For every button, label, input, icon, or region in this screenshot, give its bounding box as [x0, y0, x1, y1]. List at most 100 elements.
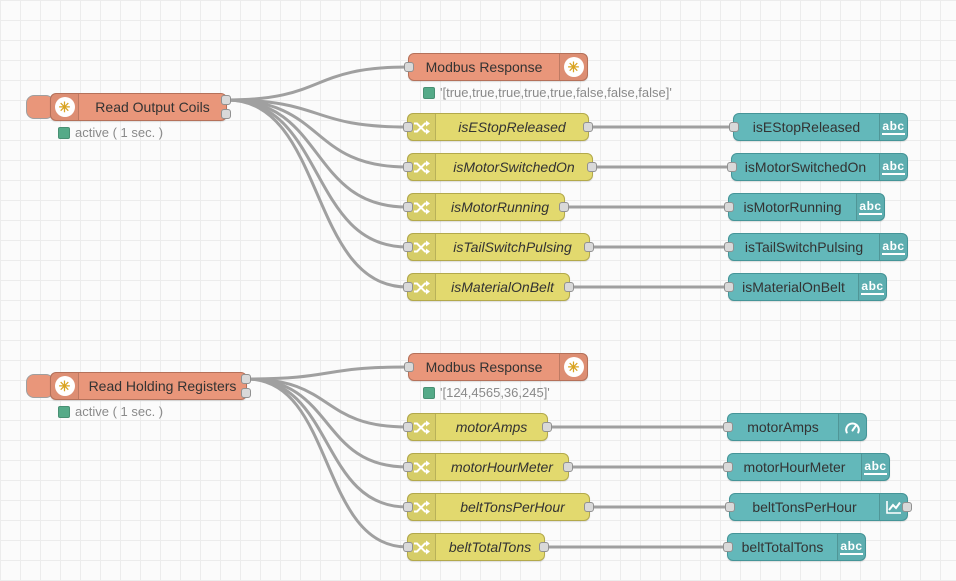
node-icon-area: abc	[879, 114, 907, 140]
node-ui-isMaterialOnBelt[interactable]: isMaterialOnBelt abc	[724, 273, 887, 301]
asterisk-glyph: ✳	[567, 359, 580, 375]
wire[interactable]	[226, 98, 408, 209]
input-port[interactable]	[403, 201, 413, 212]
node-icon-area	[838, 414, 866, 440]
wire[interactable]	[226, 65, 409, 102]
node-icon-area	[408, 534, 436, 560]
input-port[interactable]	[403, 461, 413, 472]
abc-icon: abc	[859, 198, 882, 215]
wire[interactable]	[246, 365, 409, 381]
input-port[interactable]	[404, 61, 414, 72]
node-label: Read Holding Registers	[88, 378, 237, 394]
status-dot-icon	[423, 86, 435, 99]
node-read-holding-registers[interactable]: ✳Read Holding Registers	[50, 372, 251, 400]
node-modbus-response-bottom[interactable]: Modbus Response✳	[404, 353, 588, 381]
input-port[interactable]	[403, 241, 413, 252]
status-text: active ( 1 sec. )	[75, 125, 164, 140]
output-port[interactable]	[542, 421, 552, 432]
input-port[interactable]	[403, 161, 413, 172]
wire[interactable]	[226, 98, 408, 289]
node-label: beltTotalTons	[741, 539, 824, 555]
shuffle-icon	[414, 460, 430, 474]
node-label: isMaterialOnBelt	[742, 279, 845, 295]
output-port[interactable]	[221, 108, 231, 119]
node-icon-area: ✳	[51, 94, 79, 120]
asterisk-icon: ✳	[563, 357, 584, 377]
node-icon-area: abc	[837, 534, 865, 560]
shuffle-icon	[414, 160, 430, 174]
node-ui-beltTonsPerHour[interactable]: beltTonsPerHour	[725, 493, 912, 521]
wire[interactable]	[246, 377, 408, 549]
input-port[interactable]	[723, 421, 733, 432]
node-label: isMaterialOnBelt	[451, 279, 554, 295]
node-ch-isMotorRunning[interactable]: isMotorRunning	[403, 193, 569, 221]
input-port[interactable]	[729, 121, 739, 132]
input-port[interactable]	[725, 501, 735, 512]
node-ch-isMaterialOnBelt[interactable]: isMaterialOnBelt	[403, 273, 574, 301]
wire[interactable]	[246, 377, 408, 469]
output-port[interactable]	[539, 541, 549, 552]
node-icon-area: abc	[858, 274, 886, 300]
node-ch-isMotorSwitchedOn[interactable]: isMotorSwitchedOn	[403, 153, 597, 181]
node-icon-area: abc	[879, 234, 907, 260]
node-icon-area	[408, 494, 436, 520]
output-port[interactable]	[584, 501, 594, 512]
output-port[interactable]	[902, 501, 912, 512]
output-port[interactable]	[241, 387, 251, 398]
wire[interactable]	[226, 98, 408, 169]
node-ch-beltTonsPerHour[interactable]: beltTonsPerHour	[403, 493, 594, 521]
node-ch-motorAmps[interactable]: motorAmps	[403, 413, 552, 441]
node-ch-beltTotalTons[interactable]: beltTotalTons	[403, 533, 549, 561]
input-port[interactable]	[403, 121, 413, 132]
output-port[interactable]	[559, 201, 569, 212]
node-ch-isTailSwitchPulsing[interactable]: isTailSwitchPulsing	[403, 233, 594, 261]
output-port[interactable]	[221, 94, 231, 105]
input-port[interactable]	[727, 161, 737, 172]
abc-icon: abc	[840, 538, 863, 555]
node-label: beltTonsPerHour	[460, 499, 565, 515]
node-icon-area: abc	[856, 194, 884, 220]
node-ch-isEStopReleased[interactable]: isEStopReleased	[403, 113, 593, 141]
output-port[interactable]	[564, 281, 574, 292]
node-status: active ( 1 sec. )	[58, 125, 163, 140]
abc-icon: abc	[882, 118, 905, 135]
node-ui-motorAmps[interactable]: motorAmps	[723, 413, 867, 441]
input-port[interactable]	[723, 541, 733, 552]
output-port[interactable]	[563, 461, 573, 472]
wire[interactable]	[226, 98, 408, 129]
node-ch-motorHourMeter[interactable]: motorHourMeter	[403, 453, 573, 481]
input-port[interactable]	[723, 461, 733, 472]
output-port[interactable]	[584, 241, 594, 252]
input-port[interactable]	[724, 281, 734, 292]
node-read-output-coils[interactable]: ✳Read Output Coils	[50, 93, 231, 121]
input-port[interactable]	[403, 421, 413, 432]
node-status: active ( 1 sec. )	[58, 404, 163, 419]
shuffle-icon	[414, 500, 430, 514]
input-port[interactable]	[724, 241, 734, 252]
wire[interactable]	[246, 377, 408, 509]
node-modbus-response-top[interactable]: Modbus Response✳	[404, 53, 588, 81]
node-label: isMotorRunning	[450, 199, 550, 215]
output-port[interactable]	[241, 373, 251, 384]
output-port[interactable]	[587, 161, 597, 172]
node-ui-beltTotalTons[interactable]: beltTotalTons abc	[723, 533, 866, 561]
input-port[interactable]	[403, 501, 413, 512]
status-dot-icon	[423, 386, 435, 399]
input-port[interactable]	[404, 361, 414, 372]
wire[interactable]	[226, 98, 408, 249]
inject-button[interactable]	[26, 95, 54, 119]
input-port[interactable]	[403, 281, 413, 292]
input-port[interactable]	[724, 201, 734, 212]
wire[interactable]	[246, 377, 408, 429]
node-icon-area	[408, 194, 436, 220]
input-port[interactable]	[403, 541, 413, 552]
node-label: motorHourMeter	[451, 459, 553, 475]
output-port[interactable]	[583, 121, 593, 132]
